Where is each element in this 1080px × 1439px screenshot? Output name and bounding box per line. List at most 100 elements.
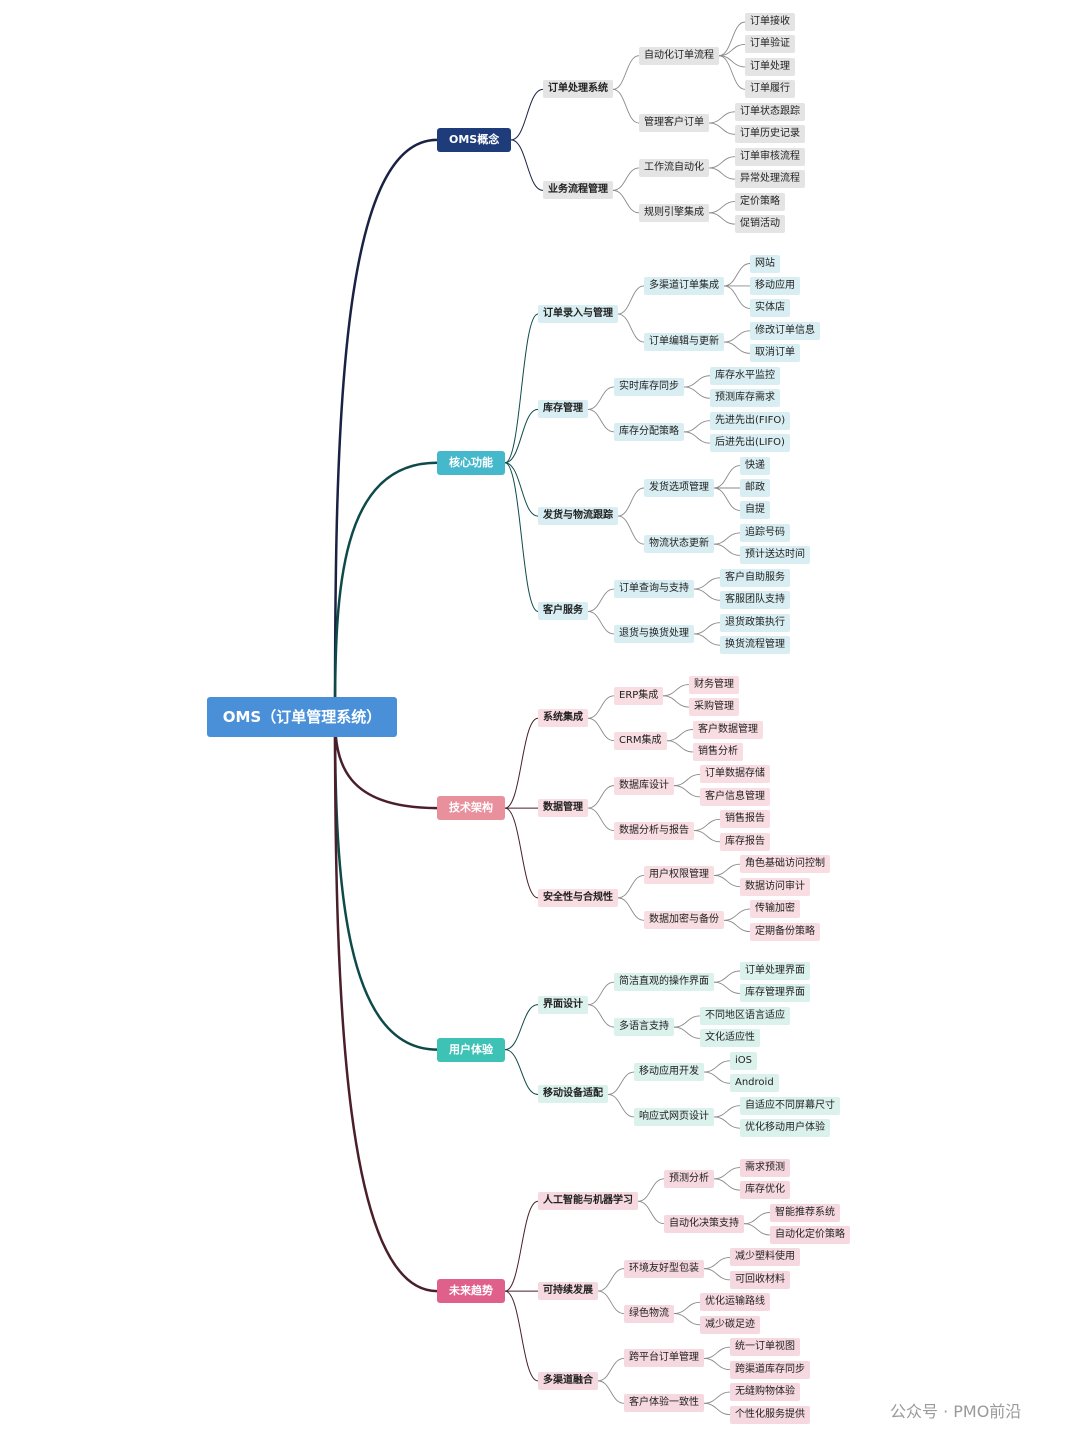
leaf-node[interactable]: 订单历史记录 (735, 125, 805, 144)
topic-node[interactable]: 安全性与合规性 (538, 888, 618, 907)
leaf-node[interactable]: 财务管理 (689, 675, 739, 694)
leaf-node[interactable]: 跨渠道库存同步 (730, 1360, 810, 1379)
leaf-node[interactable]: 可回收材料 (730, 1270, 790, 1289)
leaf-node[interactable]: 数据访问审计 (740, 877, 810, 896)
leaf-node[interactable]: 无缝购物体验 (730, 1383, 800, 1402)
topic-node[interactable]: 预测分析 (664, 1169, 714, 1188)
root-node[interactable]: OMS（订单管理系统） (207, 697, 397, 737)
branch-node[interactable]: OMS概念 (437, 127, 512, 152)
topic-node[interactable]: 跨平台订单管理 (624, 1349, 704, 1368)
topic-node[interactable]: 发货与物流跟踪 (538, 507, 618, 526)
topic-node[interactable]: 数据库设计 (614, 776, 674, 795)
branch-node[interactable]: 未来趋势 (437, 1279, 505, 1304)
leaf-node[interactable]: 促销活动 (735, 215, 785, 234)
topic-node[interactable]: 发货选项管理 (644, 479, 714, 497)
leaf-node[interactable]: 订单验证 (745, 35, 795, 54)
leaf-node[interactable]: 优化运输路线 (700, 1293, 770, 1312)
leaf-node[interactable]: 文化适应性 (700, 1029, 760, 1048)
leaf-node[interactable]: 订单履行 (745, 80, 795, 99)
topic-node[interactable]: 库存管理 (538, 400, 588, 419)
topic-node[interactable]: 订单查询与支持 (614, 580, 694, 599)
leaf-node[interactable]: 优化移动用户体验 (740, 1119, 830, 1138)
leaf-node[interactable]: 库存水平监控 (710, 366, 780, 385)
leaf-node[interactable]: 销售分析 (693, 742, 743, 761)
leaf-node[interactable]: 智能推荐系统 (770, 1203, 840, 1222)
leaf-node[interactable]: 先进先出(FIFO) (710, 411, 791, 430)
leaf-node[interactable]: 邮政 (740, 479, 770, 497)
leaf-node[interactable]: 订单接收 (745, 13, 795, 31)
topic-node[interactable]: 多渠道订单集成 (644, 276, 724, 295)
topic-node[interactable]: 业务流程管理 (543, 181, 613, 200)
leaf-node[interactable]: 订单状态跟踪 (735, 102, 805, 121)
leaf-node[interactable]: 客服团队支持 (720, 591, 790, 610)
topic-node[interactable]: 多渠道融合 (538, 1371, 598, 1390)
topic-node[interactable]: 移动设备适配 (538, 1085, 608, 1104)
leaf-node[interactable]: 修改订单信息 (750, 321, 820, 340)
topic-node[interactable]: 订单处理系统 (543, 80, 613, 99)
topic-node[interactable]: 可持续发展 (538, 1282, 598, 1301)
leaf-node[interactable]: 库存优化 (740, 1181, 790, 1200)
topic-node[interactable]: 人工智能与机器学习 (538, 1192, 638, 1211)
leaf-node[interactable]: 自提 (740, 501, 770, 520)
topic-node[interactable]: 数据管理 (538, 799, 588, 818)
topic-node[interactable]: 界面设计 (538, 995, 588, 1014)
leaf-node[interactable]: 库存管理界面 (740, 984, 810, 1003)
topic-node[interactable]: 用户权限管理 (644, 866, 714, 885)
leaf-node[interactable]: 预测库存需求 (710, 389, 780, 408)
topic-node[interactable]: 简洁直观的操作界面 (614, 973, 714, 992)
leaf-node[interactable]: 客户信息管理 (700, 787, 770, 806)
leaf-node[interactable]: 角色基础访问控制 (740, 855, 830, 874)
topic-node[interactable]: ERP集成 (614, 686, 664, 705)
topic-node[interactable]: 绿色物流 (624, 1304, 674, 1323)
topic-node[interactable]: 数据分析与报告 (614, 821, 694, 840)
leaf-node[interactable]: 采购管理 (689, 698, 739, 717)
topic-node[interactable]: 实时库存同步 (614, 377, 684, 396)
branch-node[interactable]: 用户体验 (437, 1037, 505, 1062)
branch-node[interactable]: 核心功能 (437, 450, 505, 475)
leaf-node[interactable]: 订单处理界面 (740, 962, 810, 980)
leaf-node[interactable]: 减少塑料使用 (730, 1248, 800, 1267)
topic-node[interactable]: 环境友好型包装 (624, 1259, 704, 1278)
topic-node[interactable]: 自动化订单流程 (639, 46, 719, 65)
leaf-node[interactable]: 网站 (750, 254, 780, 273)
leaf-node[interactable]: 移动应用 (750, 276, 800, 295)
leaf-node[interactable]: 库存报告 (720, 832, 770, 851)
leaf-node[interactable]: 个性化服务提供 (730, 1405, 810, 1424)
topic-node[interactable]: 响应式网页设计 (634, 1107, 714, 1126)
topic-node[interactable]: 多语言支持 (614, 1018, 674, 1037)
leaf-node[interactable]: 预计送达时间 (740, 546, 810, 565)
leaf-node[interactable]: 订单处理 (745, 57, 795, 76)
leaf-node[interactable]: 自适应不同屏幕尺寸 (740, 1096, 840, 1115)
leaf-node[interactable]: 订单数据存储 (700, 765, 770, 784)
leaf-node[interactable]: 订单审核流程 (735, 147, 805, 166)
topic-node[interactable]: 移动应用开发 (634, 1063, 704, 1082)
leaf-node[interactable]: 定期备份策略 (750, 922, 820, 941)
branch-node[interactable]: 技术架构 (437, 796, 505, 821)
leaf-node[interactable]: 定价策略 (735, 192, 785, 211)
leaf-node[interactable]: 自动化定价策略 (770, 1225, 850, 1244)
leaf-node[interactable]: 追踪号码 (740, 523, 790, 542)
topic-node[interactable]: 退货与换货处理 (614, 624, 694, 643)
topic-node[interactable]: 订单录入与管理 (538, 305, 618, 323)
leaf-node[interactable]: 客户数据管理 (693, 720, 763, 739)
leaf-node[interactable]: Android (730, 1074, 779, 1093)
leaf-node[interactable]: 退货政策执行 (720, 613, 790, 632)
leaf-node[interactable]: 销售报告 (720, 810, 770, 829)
topic-node[interactable]: 管理客户订单 (639, 114, 709, 133)
leaf-node[interactable]: 实体店 (750, 299, 790, 318)
topic-node[interactable]: 客户体验一致性 (624, 1394, 704, 1413)
topic-node[interactable]: 物流状态更新 (644, 535, 714, 554)
leaf-node[interactable]: 快递 (740, 456, 770, 475)
leaf-node[interactable]: iOS (730, 1051, 757, 1070)
leaf-node[interactable]: 换货流程管理 (720, 636, 790, 655)
topic-node[interactable]: 数据加密与备份 (644, 911, 724, 930)
leaf-node[interactable]: 减少碳足迹 (700, 1315, 760, 1334)
leaf-node[interactable]: 不同地区语言适应 (700, 1006, 790, 1025)
leaf-node[interactable]: 传输加密 (750, 900, 800, 919)
leaf-node[interactable]: 统一订单视图 (730, 1338, 800, 1357)
leaf-node[interactable]: 需求预测 (740, 1158, 790, 1177)
topic-node[interactable]: 客户服务 (538, 602, 588, 621)
topic-node[interactable]: 订单编辑与更新 (644, 333, 724, 352)
leaf-node[interactable]: 取消订单 (750, 344, 800, 363)
topic-node[interactable]: 工作流自动化 (639, 158, 709, 177)
